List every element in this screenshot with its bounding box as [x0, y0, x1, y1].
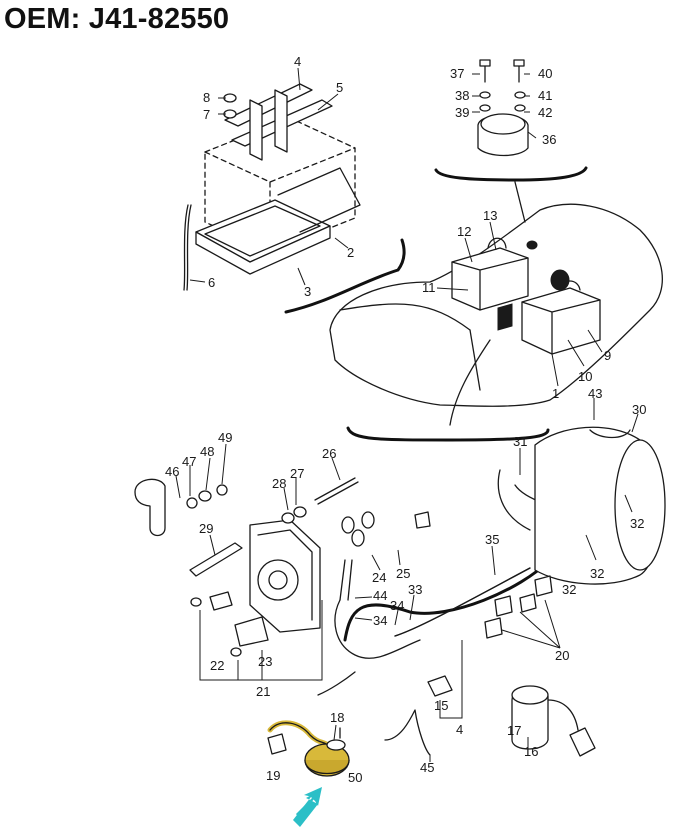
- callout-numbers: 4 5 8 7 2 6 3 37 38 39 40 41 42 36 12 13…: [165, 54, 646, 785]
- callout-28: 28: [272, 476, 286, 491]
- callout-17: 17: [507, 723, 521, 738]
- callout-35: 35: [485, 532, 499, 547]
- callout-20: 20: [555, 648, 569, 663]
- callout-44: 44: [373, 588, 387, 603]
- callout-36: 36: [542, 132, 556, 147]
- callout-21: 21: [256, 684, 270, 699]
- callout-48: 48: [200, 444, 214, 459]
- callout-6: 6: [208, 275, 215, 290]
- callout-34a: 34: [390, 598, 404, 613]
- callout-25: 25: [396, 566, 410, 581]
- callout-11: 11: [422, 280, 436, 295]
- callout-22: 22: [210, 658, 224, 673]
- pointer-arrow-icon: [293, 787, 322, 827]
- callout-49: 49: [218, 430, 232, 445]
- callout-19: 19: [266, 768, 280, 783]
- callout-8: 8: [203, 90, 210, 105]
- callout-4b: 4: [456, 722, 463, 737]
- wiring-harness: [317, 426, 666, 757]
- callout-27: 27: [290, 466, 304, 481]
- callout-9: 9: [604, 348, 611, 363]
- callout-16: 16: [524, 744, 538, 759]
- callout-37: 37: [450, 66, 464, 81]
- callout-24: 24: [372, 570, 386, 585]
- callout-13: 13: [483, 208, 497, 223]
- callout-12: 12: [457, 224, 471, 239]
- callout-45: 45: [420, 760, 434, 775]
- callout-40: 40: [538, 66, 552, 81]
- control-panel-assembly: [134, 477, 359, 681]
- callout-1: 1: [552, 386, 559, 401]
- highlighted-part-50: [267, 720, 350, 777]
- battery-tray-assembly: [183, 83, 406, 314]
- callout-31: 31: [513, 434, 527, 449]
- callout-15: 15: [434, 698, 448, 713]
- callout-33: 33: [408, 582, 422, 597]
- callout-46: 46: [165, 464, 179, 479]
- callout-34b: 34: [373, 613, 387, 628]
- callout-50: 50: [348, 770, 362, 785]
- callout-2: 2: [347, 245, 354, 260]
- callout-18: 18: [330, 710, 344, 725]
- callout-30: 30: [632, 402, 646, 417]
- callout-26: 26: [322, 446, 336, 461]
- callout-3: 3: [304, 284, 311, 299]
- callout-10: 10: [578, 369, 592, 384]
- callout-29: 29: [199, 521, 213, 536]
- callout-47: 47: [182, 454, 196, 469]
- cart-body: [329, 203, 663, 442]
- callout-38: 38: [455, 88, 469, 103]
- callout-43: 43: [588, 386, 602, 401]
- callout-39: 39: [455, 105, 469, 120]
- callout-41: 41: [538, 88, 552, 103]
- callout-23: 23: [258, 654, 272, 669]
- page-title: OEM: J41-82550: [4, 3, 230, 35]
- solenoid-assembly: [434, 59, 588, 250]
- callout-5: 5: [336, 80, 343, 95]
- callout-32a: 32: [630, 516, 644, 531]
- callout-32b: 32: [590, 566, 604, 581]
- callout-4: 4: [294, 54, 301, 69]
- callout-leaders: [175, 67, 639, 762]
- callout-32c: 32: [562, 582, 576, 597]
- callout-42: 42: [538, 105, 552, 120]
- callout-7: 7: [203, 107, 210, 122]
